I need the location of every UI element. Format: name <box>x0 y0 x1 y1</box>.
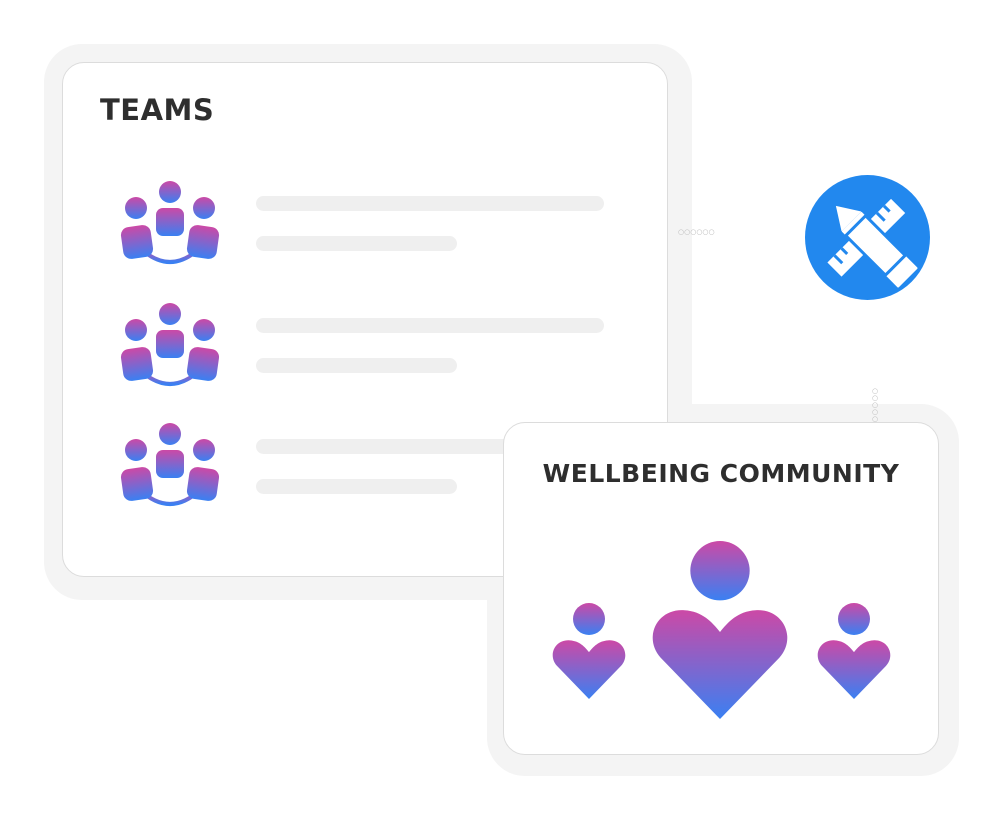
placeholder-line-short <box>256 358 457 373</box>
team-group-icon <box>118 422 222 518</box>
person-heart-icon <box>650 541 790 719</box>
placeholder-line-short <box>256 479 457 494</box>
tool-badge <box>805 175 930 300</box>
wellbeing-title: WELLBEING COMMUNITY <box>542 459 900 488</box>
teams-title: TEAMS <box>100 93 215 127</box>
team-group-icon <box>118 302 222 398</box>
person-heart-icon <box>816 603 892 699</box>
placeholder-line-short <box>256 236 457 251</box>
person-heart-icon <box>551 603 627 699</box>
wellbeing-community-card: WELLBEING COMMUNITY <box>503 422 939 755</box>
placeholder-line-long <box>256 318 604 333</box>
placeholder-line-long <box>256 196 604 211</box>
connector-dots-vertical: ○○○○○ <box>872 387 879 423</box>
ruler-pencil-icon <box>827 198 918 288</box>
team-group-icon <box>118 180 222 276</box>
connector-dots-horizontal: ○○○○○○ <box>678 228 715 236</box>
